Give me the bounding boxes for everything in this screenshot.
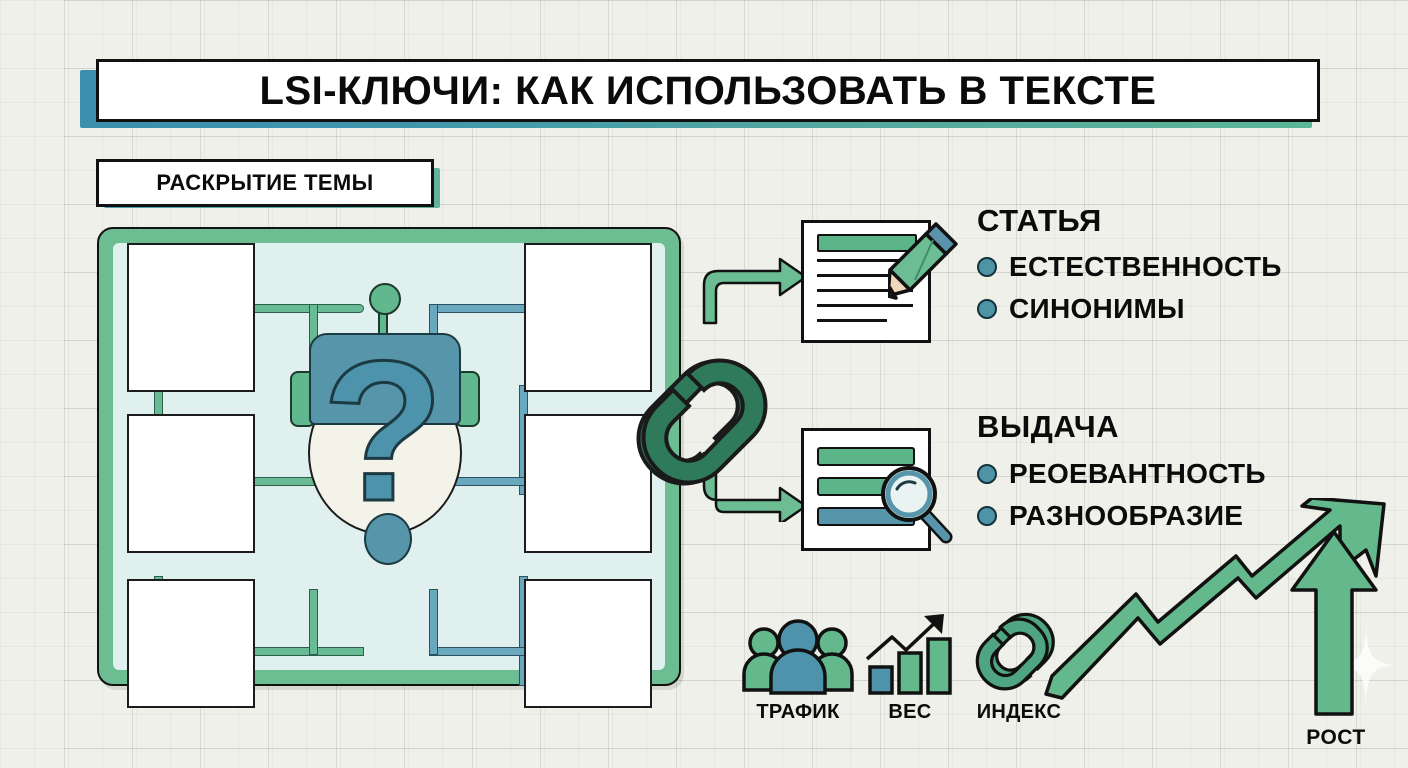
growth-label: РОСТ xyxy=(1306,726,1366,749)
robot-antenna-ball xyxy=(369,283,401,315)
article-card-line xyxy=(817,304,913,307)
page-title: LSI-КЛЮЧИ: КАК ИСПОЛЬЗОВАТЬ В ТЕКСТЕ xyxy=(96,59,1320,122)
bullet-label: ЕСТЕСТВЕННОСТЬ xyxy=(1009,251,1282,282)
bullet-label: РАЗНООБРАЗИЕ xyxy=(1009,500,1244,531)
metric-index: ИНДЕКС xyxy=(960,612,1078,724)
magnifier-icon xyxy=(881,466,953,544)
node-left-1[interactable] xyxy=(127,243,255,392)
article-card-line xyxy=(817,289,913,292)
robot-chin xyxy=(364,513,412,565)
article-card-line xyxy=(817,259,913,262)
node-right-2[interactable] xyxy=(524,414,652,553)
bullet-article-2: СИНОНИМЫ xyxy=(977,293,1185,325)
people-group-icon xyxy=(742,619,854,695)
metric-weight: ВЕС xyxy=(862,612,958,724)
group-heading-serp: ВЫДАЧА xyxy=(977,409,1120,444)
connector-right-bot-v xyxy=(429,589,438,655)
bullet-serp-1: РЕОЕВАНТНОСТЬ xyxy=(977,458,1266,490)
bar-chart-growth-icon xyxy=(865,614,952,695)
pencil-icon xyxy=(888,222,958,300)
metric-label: ИНДЕКС xyxy=(976,701,1062,723)
chain-link-icon xyxy=(975,612,1055,691)
arrow-to-article xyxy=(702,257,808,325)
serp-result-bar xyxy=(817,447,915,466)
section-badge: РАСКРЫТИЕ ТЕМЫ xyxy=(96,159,434,207)
node-left-3[interactable] xyxy=(127,579,255,708)
article-card-line xyxy=(817,319,887,322)
connector-left-bot-v xyxy=(309,589,318,655)
robot-question-icon: ? xyxy=(268,283,498,573)
bullet-dot-icon xyxy=(977,299,997,319)
robot-head xyxy=(309,333,461,425)
bullet-serp-2: РАЗНООБРАЗИЕ xyxy=(977,500,1243,532)
node-right-3[interactable] xyxy=(524,579,652,708)
connector-left-bot-h xyxy=(249,647,364,656)
bullet-dot-icon xyxy=(977,257,997,277)
sparkle-icon xyxy=(1338,628,1394,702)
section-badge-text: РАСКРЫТИЕ ТЕМЫ xyxy=(156,170,374,195)
connector-right-bot-h xyxy=(429,647,529,656)
bullet-dot-icon xyxy=(977,506,997,526)
zigzag-up-arrow-icon xyxy=(1044,498,1386,700)
bullet-label: РЕОЕВАНТНОСТЬ xyxy=(1009,458,1266,489)
chain-link-icon xyxy=(636,358,768,486)
metric-label: ТРАФИК xyxy=(756,701,840,723)
group-heading-article: СТАТЬЯ xyxy=(977,203,1102,238)
metric-label: ВЕС xyxy=(888,701,932,723)
bullet-dot-icon xyxy=(977,464,997,484)
serp-card xyxy=(801,428,931,551)
page-title-text: LSI-КЛЮЧИ: КАК ИСПОЛЬЗОВАТЬ В ТЕКСТЕ xyxy=(259,68,1157,113)
arrow-to-serp xyxy=(702,452,808,522)
node-right-1[interactable] xyxy=(524,243,652,392)
article-card-line xyxy=(817,274,913,277)
node-left-2[interactable] xyxy=(127,414,255,553)
up-arrow-icon xyxy=(1290,530,1378,716)
question-mark-symbol: ? xyxy=(320,320,445,543)
bullet-article-1: ЕСТЕСТВЕННОСТЬ xyxy=(977,251,1282,283)
bullet-label: СИНОНИМЫ xyxy=(1009,293,1185,324)
metric-traffic: ТРАФИК xyxy=(738,618,858,724)
